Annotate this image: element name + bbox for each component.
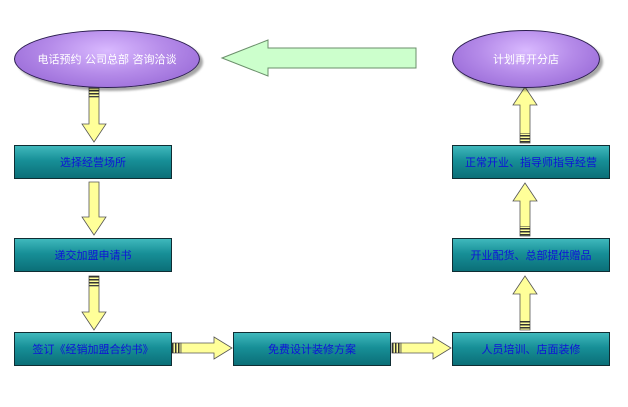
- node-select-site-label: 选择经营场所: [60, 156, 126, 169]
- node-select-site: 选择经营场所: [14, 145, 172, 179]
- arrow-stock-to-operate: [512, 182, 538, 237]
- node-plan-new-branch-label: 计划再开分店: [493, 53, 559, 66]
- node-training-decoration-label: 人员培训、店面装修: [481, 343, 581, 356]
- arrow-operate-to-plan: [512, 86, 538, 144]
- node-phone-consult-label: 电话预约 公司总部 咨询洽谈: [37, 53, 177, 66]
- node-submit-application-label: 递交加盟申请书: [54, 249, 132, 262]
- arrow-train-to-stock: [512, 275, 538, 331]
- node-opening-stock-label: 开业配货、总部提供赠品: [470, 249, 592, 262]
- back-arrow: [220, 39, 417, 77]
- node-plan-new-branch: 计划再开分店: [452, 30, 600, 88]
- node-sign-contract-label: 签订《经销加盟合约书》: [32, 343, 154, 356]
- node-phone-consult: 电话预约 公司总部 咨询洽谈: [14, 30, 200, 88]
- arrow-site-to-apply: [81, 181, 107, 236]
- node-free-design: 免费设计装修方案: [233, 332, 391, 366]
- arrow-design-to-train: [391, 336, 452, 360]
- arrow-apply-to-sign: [81, 275, 107, 331]
- node-normal-operation-label: 正常开业、指导师指导经营: [465, 156, 597, 169]
- arrow-call-to-site: [81, 87, 107, 143]
- node-free-design-label: 免费设计装修方案: [268, 343, 356, 356]
- node-opening-stock: 开业配货、总部提供赠品: [452, 238, 610, 272]
- node-training-decoration: 人员培训、店面装修: [452, 332, 610, 366]
- node-sign-contract: 签订《经销加盟合约书》: [14, 332, 172, 366]
- node-submit-application: 递交加盟申请书: [14, 238, 172, 272]
- arrow-sign-to-design: [171, 336, 233, 360]
- node-normal-operation: 正常开业、指导师指导经营: [452, 145, 610, 179]
